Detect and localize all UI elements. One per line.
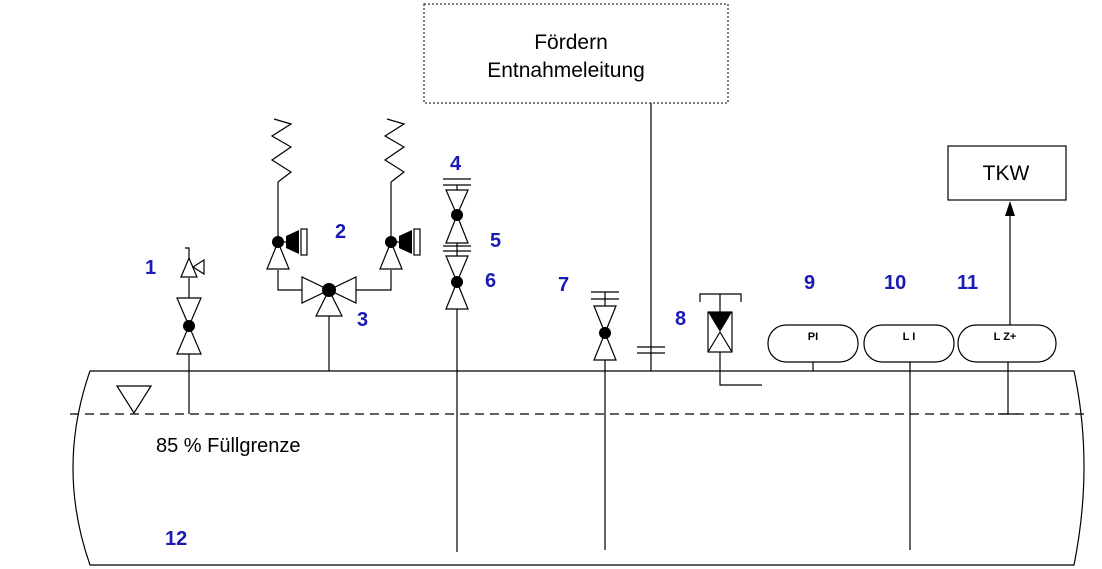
valve4-dot (451, 209, 463, 221)
tkw-label: TKW (983, 162, 1030, 185)
valve3-dot (322, 283, 336, 297)
instrument-lz-label: L Z+ (994, 331, 1017, 343)
valve7-body-top (593, 305, 617, 335)
element8-diag-b (719, 331, 733, 353)
vent-right-zigzag (383, 118, 406, 183)
instrument-lz (957, 324, 1057, 363)
valve7-dot (599, 327, 611, 339)
relief-spring-icon (185, 247, 190, 258)
level-triangle-icon (115, 385, 153, 415)
instrument-li (863, 324, 955, 363)
label-10: 10 (884, 272, 906, 294)
label-1: 1 (145, 257, 156, 279)
valve2r-actuator-icon (399, 230, 412, 254)
conveying-box-line1: Fördern (534, 31, 608, 54)
valve2r-actuator-plate (413, 228, 421, 256)
valve3-bottom-arm (315, 288, 343, 317)
label-6: 6 (485, 270, 496, 292)
valve6-dot (451, 276, 463, 288)
element8-triangle-icon (708, 312, 732, 332)
valve6-body-top (445, 255, 469, 284)
tank-body (72, 370, 1085, 566)
label-9: 9 (804, 272, 815, 294)
instrument-li-label: L I (903, 331, 916, 343)
label-12: 12 (165, 528, 187, 550)
valve3-left-arm (301, 276, 331, 304)
valve4-body-top (445, 189, 469, 217)
conveying-box (423, 3, 729, 104)
position-numbers: 1 2 3 4 5 6 7 8 9 10 11 12 (145, 153, 978, 550)
conveying-box-line2: Entnahmeleitung (487, 59, 645, 82)
vent-left-zigzag (270, 118, 293, 183)
valve1-body-top (176, 297, 202, 328)
label-7: 7 (558, 274, 569, 296)
valve2l-actuator-icon (286, 230, 299, 254)
valve3-right-arm (327, 276, 357, 304)
valve2l-body (266, 240, 290, 270)
arrow-up-icon (1005, 201, 1015, 216)
valve3-right-branch (356, 270, 392, 291)
valve6-body-bottom (445, 280, 469, 310)
label-2: 2 (335, 221, 346, 243)
tkw-box (947, 145, 1067, 201)
valve2r-body (379, 240, 403, 270)
label-4: 4 (450, 153, 462, 175)
valve2l-actuator-plate (300, 228, 308, 256)
element8-diag-a (707, 331, 721, 353)
element8-pipe (719, 352, 762, 386)
valve7-body-bottom (593, 331, 617, 361)
valve4-body-bottom (445, 213, 469, 244)
label-8: 8 (675, 308, 686, 330)
relief-exhaust-icon (191, 258, 205, 276)
label-5: 5 (490, 230, 501, 252)
label-11: 11 (957, 272, 978, 294)
valve1-dot (183, 320, 195, 332)
instrument-pi-label: PI (808, 331, 818, 343)
label-3: 3 (357, 309, 368, 331)
fill-limit-label: 85 % Füllgrenze (156, 435, 301, 457)
valve3-left-branch (277, 270, 302, 291)
valve1-body-bottom (176, 324, 202, 355)
